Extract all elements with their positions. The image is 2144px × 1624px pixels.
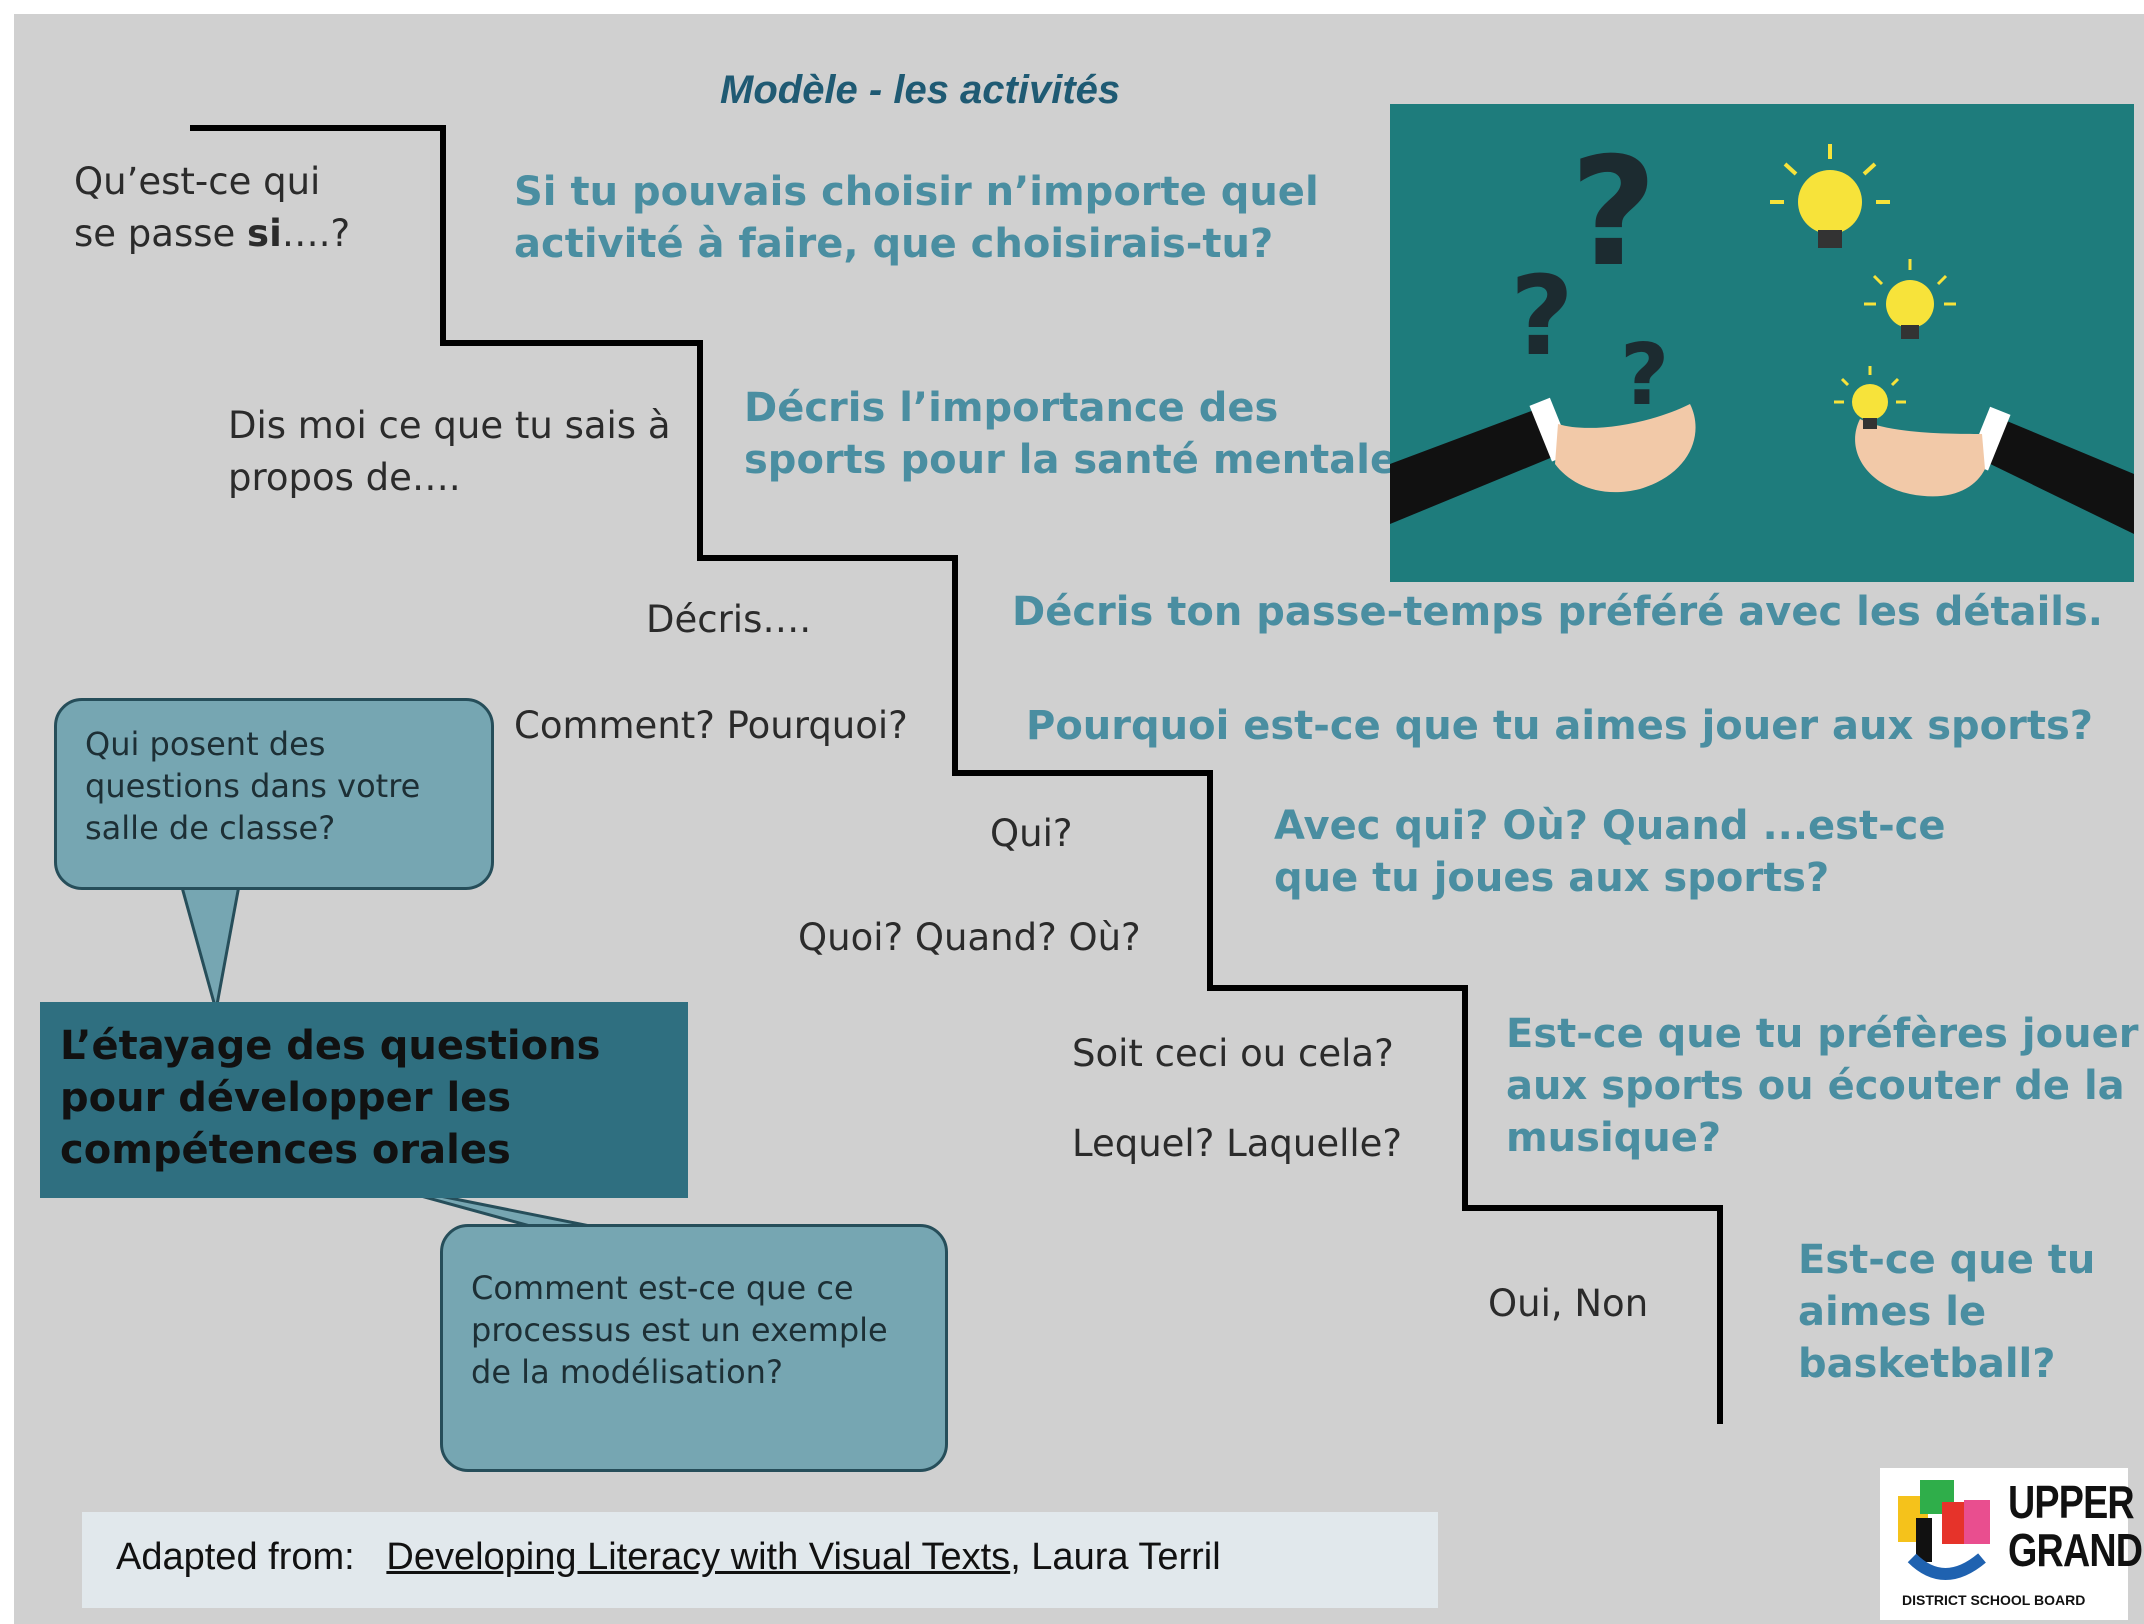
question-text: Si tu pouvais choisir n’importe quel xyxy=(514,169,1319,215)
prompt-text: se passe si….? xyxy=(74,212,351,255)
speech-bubble-top: Qui posent des questions dans votre sall… xyxy=(54,698,494,890)
prompt-text: Qu’est-ce qui xyxy=(74,160,321,203)
question-text: Décris l’importance des xyxy=(744,385,1279,431)
prompt-how-why: Comment? Pourquoi? xyxy=(514,704,908,747)
question-text: Est-ce que tu xyxy=(1798,1237,2096,1283)
prompt-either-or: Soit ceci ou cela? xyxy=(1072,1032,1394,1075)
question-text: que tu joues aux sports? xyxy=(1274,855,1830,901)
light-bulb-icon xyxy=(1834,366,1906,429)
logo-subtitle: DISTRICT SCHOOL BOARD xyxy=(1902,1592,2086,1608)
question-mark-icon: ? xyxy=(1570,126,1657,300)
logo-mark-icon xyxy=(1898,1480,1990,1580)
question-text: activité à faire, que choisirais-tu? xyxy=(514,221,1274,267)
question-text: musique? xyxy=(1506,1115,1722,1161)
question-text: basketball? xyxy=(1798,1341,2056,1387)
question-basketball: Est-ce que tu aimes le basketball? xyxy=(1798,1234,2095,1390)
prompt-tell-me: Dis moi ce que tu sais à propos de…. xyxy=(228,400,671,504)
question-mark-icon: ? xyxy=(1510,252,1574,380)
prompt-describe: Décris…. xyxy=(646,598,812,641)
light-bulb-icon xyxy=(1770,144,1890,248)
prompt-yes-no: Oui, Non xyxy=(1488,1282,1649,1325)
upper-grand-logo: UPPER GRAND DISTRICT SCHOOL BOARD xyxy=(1880,1468,2143,1620)
speech-bubble-bottom: Comment est-ce que ce processus est un e… xyxy=(440,1224,948,1472)
question-text: aux sports ou écouter de la xyxy=(1506,1063,2125,1109)
question-why-sports: Pourquoi est-ce que tu aimes jouer aux s… xyxy=(1026,703,2094,749)
scaffolding-questions-box: L’étayage des questions pour développer … xyxy=(40,1002,688,1198)
attribution-footer: Adapted from: Developing Literacy with V… xyxy=(82,1512,1438,1608)
question-text: aimes le xyxy=(1798,1289,1987,1335)
prompt-text: propos de…. xyxy=(228,456,461,499)
light-bulb-icon xyxy=(1864,259,1956,339)
question-text: Est-ce que tu préfères jouer xyxy=(1506,1011,2139,1057)
question-idea-illustration: ? ? ? xyxy=(1390,104,2134,582)
question-who-where-when: Avec qui? Où? Quand ...est-ce que tu jou… xyxy=(1274,800,1946,904)
slide-title: Modèle - les activités xyxy=(720,68,1121,112)
question-favourite-hobby: Décris ton passe-temps préféré avec les … xyxy=(1012,589,2103,635)
attribution-author: , Laura Terril xyxy=(1010,1536,1221,1578)
prompt-which: Lequel? Laquelle? xyxy=(1072,1122,1403,1165)
prompt-who: Qui? xyxy=(990,812,1073,855)
prompt-what-happens-if: Qu’est-ce qui se passe si….? xyxy=(74,156,350,260)
attribution-prefix: Adapted from: xyxy=(116,1536,355,1578)
question-text: sports pour la santé mentale. xyxy=(744,437,1413,483)
prompt-text: Dis moi ce que tu sais à xyxy=(228,404,671,447)
attribution-book-title: Developing Literacy with Visual Texts xyxy=(386,1536,1011,1578)
question-choose-activity: Si tu pouvais choisir n’importe quel act… xyxy=(514,166,1319,270)
question-mark-icon: ? xyxy=(1620,326,1669,425)
logo-wordmark: UPPER GRAND xyxy=(2008,1476,2143,1576)
question-sports-mental-health: Décris l’importance des sports pour la s… xyxy=(744,382,1412,486)
question-text: Avec qui? Où? Quand ...est-ce xyxy=(1274,803,1946,849)
prompt-what-when-where: Quoi? Quand? Où? xyxy=(798,916,1141,959)
question-sports-or-music: Est-ce que tu préfères jouer aux sports … xyxy=(1506,1008,2138,1164)
